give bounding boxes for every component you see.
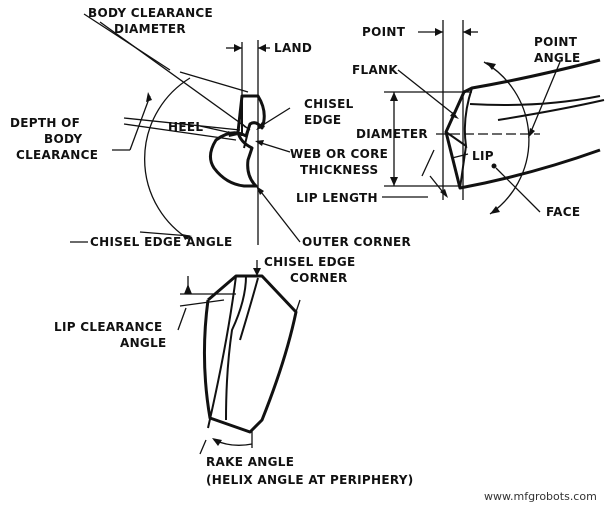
label-lip: LIP: [472, 149, 494, 163]
label-diameter: DIAMETER: [356, 127, 428, 141]
label-lip-clearance-angle-1: LIP CLEARANCE: [54, 320, 163, 334]
label-depth-body-clearance-1: DEPTH OF: [10, 116, 80, 130]
label-point-angle-2: ANGLE: [534, 51, 581, 65]
label-outer-corner: OUTER CORNER: [302, 235, 411, 249]
label-web-core-2: THICKNESS: [300, 163, 379, 177]
drill-tip-outline: [202, 274, 298, 434]
chisel-edge-angle-arc: [143, 77, 191, 241]
labels: BODY CLEARANCE DIAMETER LAND DEPTH OF BO…: [10, 6, 597, 503]
helix-edge-2: [225, 275, 247, 421]
label-rake-angle-2: (HELIX ANGLE AT PERIPHERY): [206, 473, 413, 487]
label-depth-body-clearance-3: CLEARANCE: [16, 148, 98, 162]
label-chisel-edge-angle: CHISEL EDGE ANGLE: [90, 235, 233, 249]
drill-body-outline: [444, 58, 601, 190]
label-face: FACE: [546, 205, 580, 219]
label-heel: HEEL: [168, 120, 203, 134]
label-chisel-edge-2: EDGE: [304, 113, 341, 127]
label-rake-angle-1: RAKE ANGLE: [206, 455, 294, 469]
watermark: www.mfgrobots.com: [484, 490, 597, 503]
bottom-view: [177, 260, 301, 455]
label-lip-length: LIP LENGTH: [296, 191, 378, 205]
label-web-core-1: WEB OR CORE: [290, 147, 388, 161]
label-lip-clearance-angle-2: ANGLE: [120, 336, 167, 350]
depth-clearance-line: [123, 117, 241, 131]
label-land: LAND: [274, 41, 312, 55]
lip-edge: [459, 145, 467, 189]
side-view: [382, 20, 605, 215]
label-body-clearance-diameter-2: DIAMETER: [114, 22, 186, 36]
chisel-edge-line: [243, 123, 251, 149]
label-chisel-edge-corner-1: CHISEL EDGE: [264, 255, 355, 269]
label-chisel-edge-1: CHISEL: [304, 97, 354, 111]
helix-edge-1: [207, 275, 237, 429]
label-point-angle-1: POINT: [534, 35, 578, 49]
label-depth-body-clearance-2: BODY: [44, 132, 82, 146]
flank-edge: [445, 87, 473, 149]
body-clearance-leader: [99, 21, 251, 131]
label-body-clearance-diameter-1: BODY CLEARANCE: [88, 6, 213, 20]
label-flank: FLANK: [352, 63, 398, 77]
end-view: [70, 13, 301, 245]
label-point: POINT: [362, 25, 406, 39]
label-chisel-edge-corner-2: CORNER: [290, 271, 348, 285]
flute-line: [469, 95, 601, 106]
